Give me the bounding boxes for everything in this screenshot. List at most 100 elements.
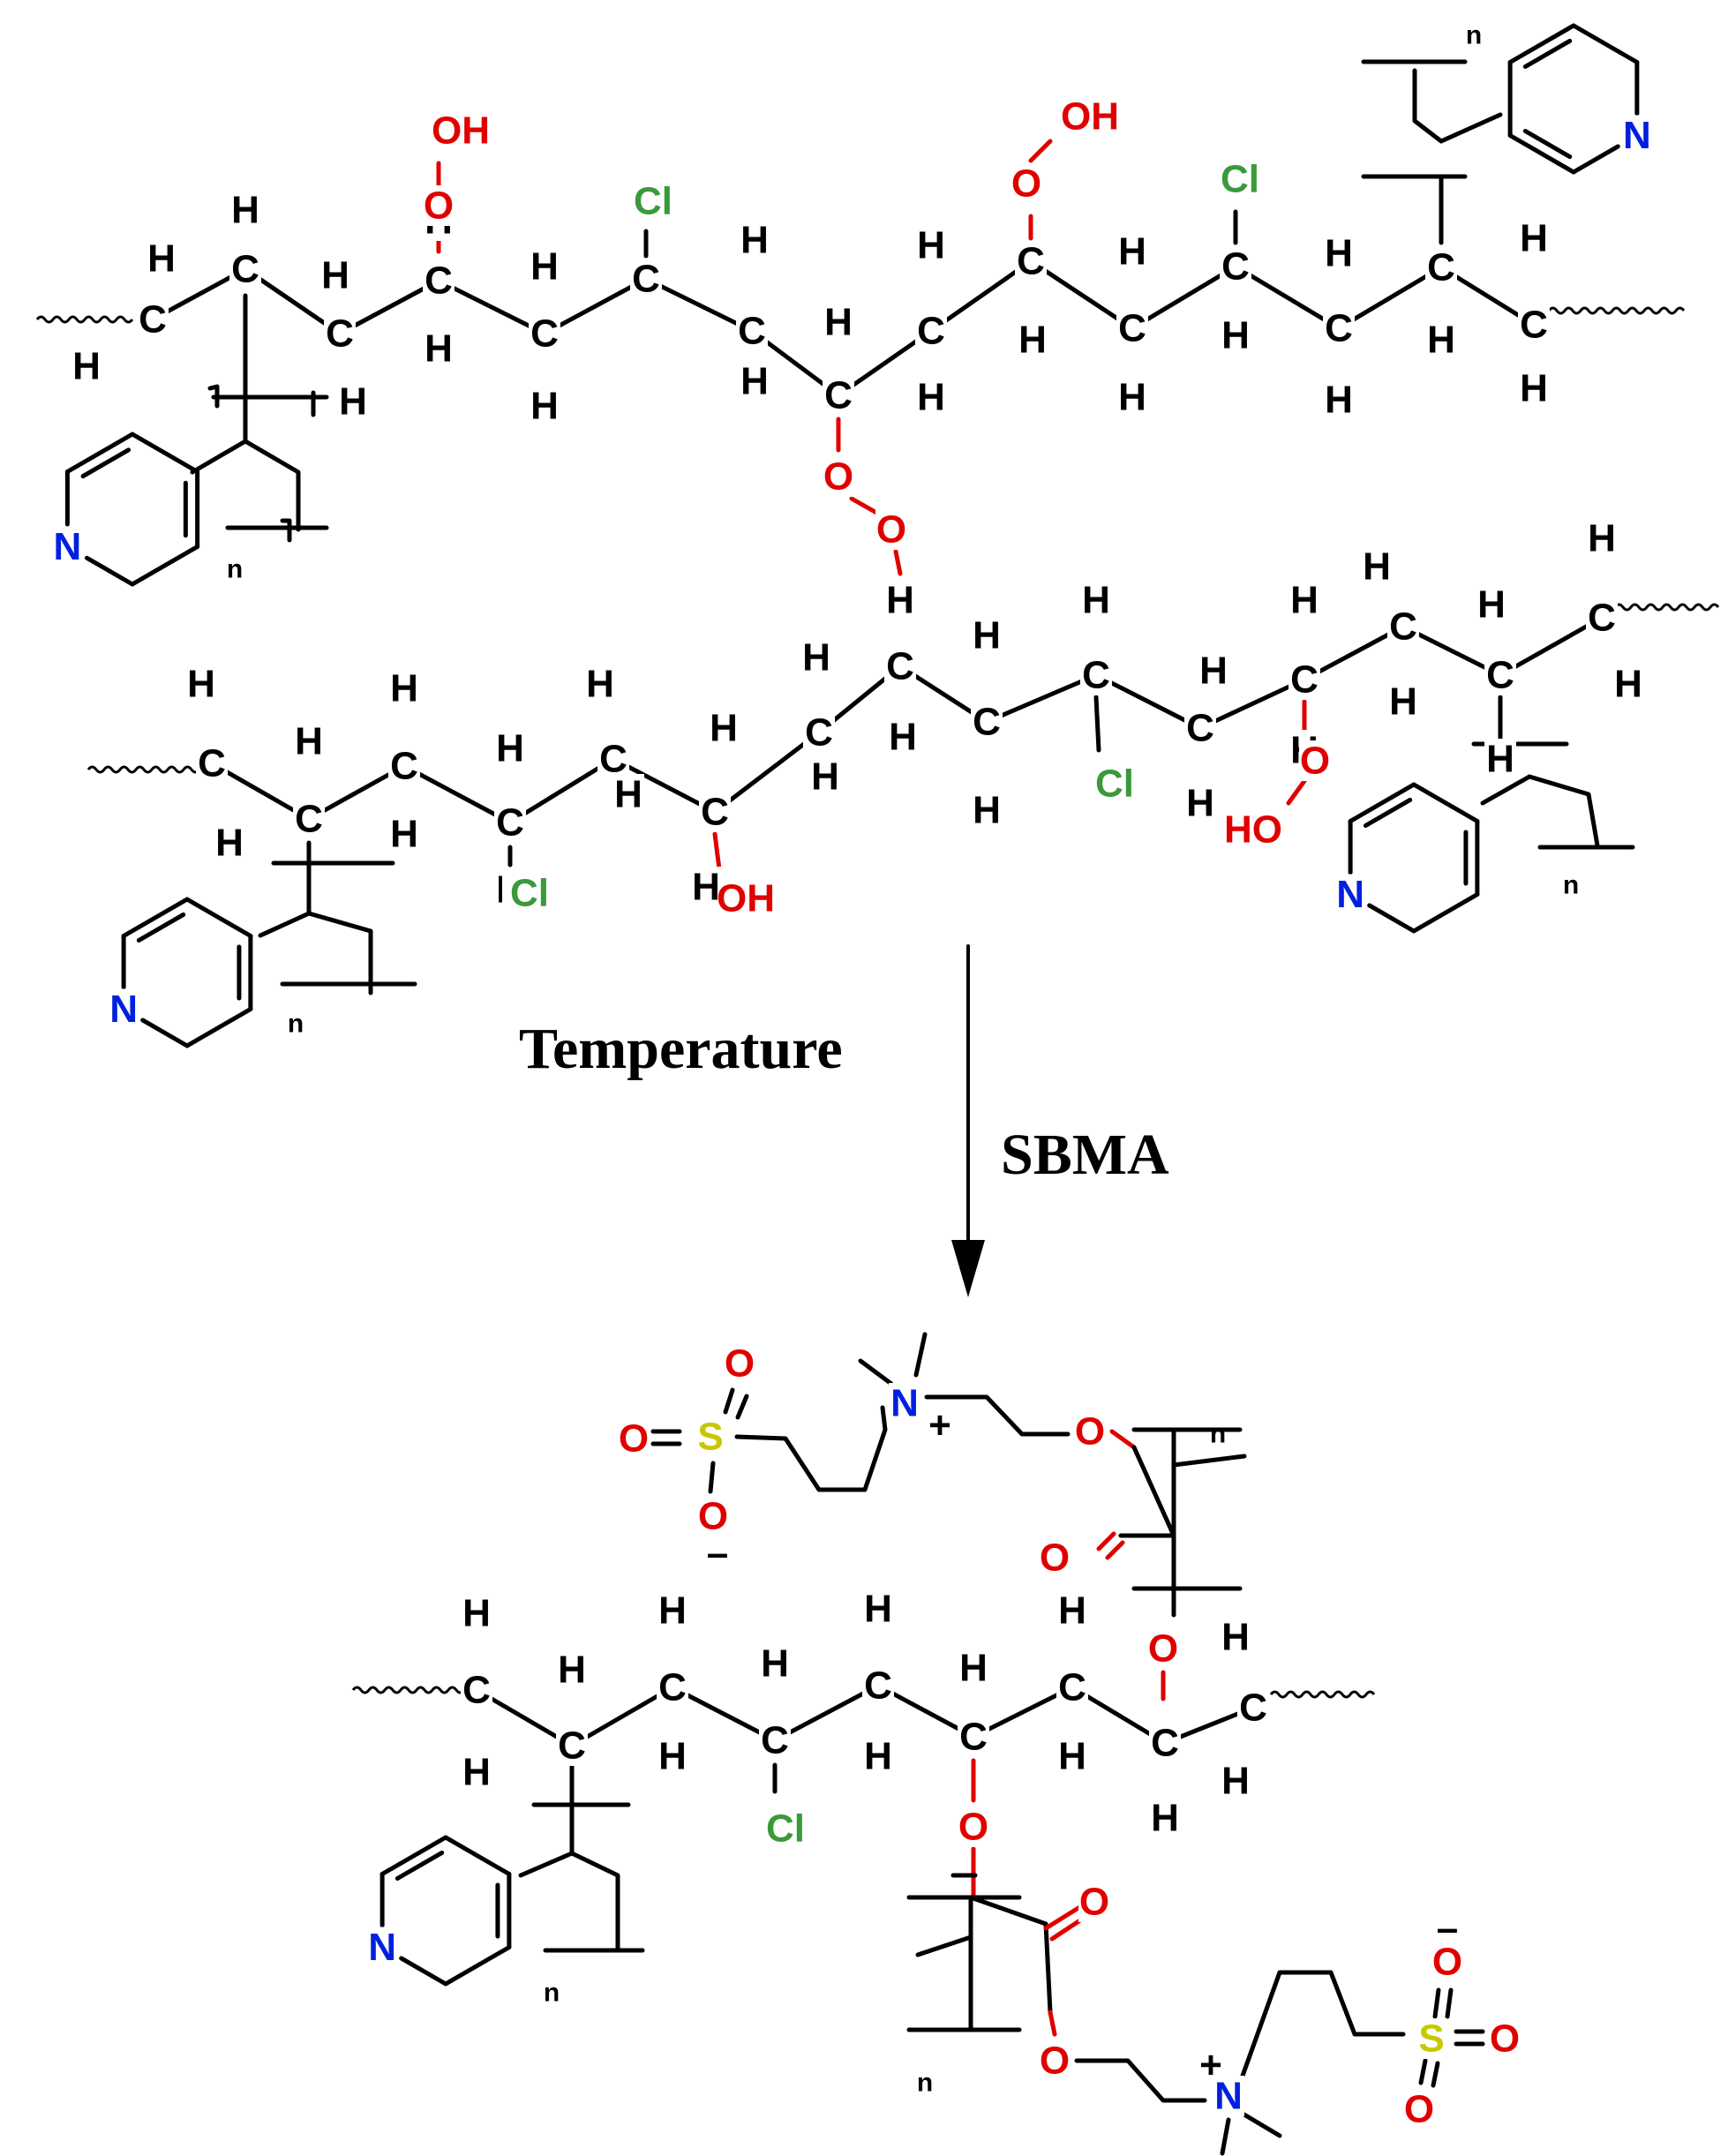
atom-label-background [1416, 2018, 1447, 2059]
atom-label-background [1147, 1628, 1179, 1669]
hydrogen-atom: H [761, 1642, 789, 1686]
atom-label-background [1586, 597, 1618, 638]
ester-carbon [968, 1895, 1053, 2015]
hydrogen-atom: H [740, 360, 769, 403]
hydrogen-atom: H [802, 636, 830, 680]
pendant-bond [1480, 774, 1532, 806]
atom-label-background [597, 739, 629, 779]
hydrogen-atom: H [72, 345, 101, 388]
atom-label-background [971, 702, 1003, 742]
hydrogen-atom: H [1363, 545, 1391, 589]
oxygen-atom: O [725, 1342, 755, 1386]
atom-label-background [875, 509, 907, 550]
hydrogen-atom: H [187, 663, 215, 706]
atom-labels: CCCCCCCCCCCCCCCHHHHHHHHHHHHHHHHHHHHHHHOO… [51, 21, 1653, 2131]
atom-label-background [1288, 580, 1320, 620]
carbonyl-bond [1043, 1904, 1084, 1931]
atom-label-background [618, 1418, 650, 1459]
propyl-linker [1240, 1970, 1406, 2078]
atom-label-background [884, 646, 916, 687]
pyridine-ring-bond [443, 1945, 512, 1987]
positive-charge: + [928, 1404, 951, 1447]
atom-label-background [862, 1736, 894, 1777]
nitrogen-atom: N [368, 1926, 396, 1969]
atom-label-background [1387, 606, 1419, 647]
condition-sbma: SBMA [1001, 1123, 1169, 1187]
pendant-chain [243, 439, 301, 532]
hydrogen-atom: H [1477, 583, 1506, 627]
arrow-head [951, 1240, 985, 1297]
hydrogen-atom: H [390, 813, 418, 856]
pendant-chain [1412, 68, 1444, 144]
s-o-bond [723, 1387, 735, 1415]
atom-label-background [494, 802, 526, 843]
atom-label-background [809, 756, 841, 797]
atom-label-background [1074, 1411, 1106, 1452]
nitrogen-atom: N [53, 525, 81, 568]
atom-label-background [1213, 2076, 1244, 2116]
atom-label-background [584, 664, 616, 704]
hydrogen-atom: H [864, 1588, 892, 1631]
carbon-atom: C [198, 742, 226, 785]
atom-label-background [1476, 584, 1507, 625]
hydrogen-atom: H [692, 866, 720, 909]
pyridine-ring-bond [184, 897, 253, 938]
atom-label-background [915, 311, 947, 351]
carbon-atom: C [496, 801, 524, 845]
carbon-atom: C [738, 310, 766, 353]
pyridine-ring-bond [1411, 782, 1480, 823]
oxygen-atom: O [1300, 740, 1330, 783]
atom-label-background [759, 1643, 791, 1684]
hydrogen-atom: H [586, 663, 614, 706]
atom-label-background [1184, 708, 1216, 748]
pyridine-ring-double-bond [1522, 38, 1573, 69]
atom-label-background [1149, 1798, 1181, 1838]
hydrogen-atom: H [973, 789, 1001, 832]
pyridine-ring-double-bond [1522, 129, 1573, 160]
atom-label-background [626, 181, 680, 222]
atom-label-background [1149, 1723, 1181, 1763]
atom-label-background [461, 1752, 492, 1792]
hydrogen-atom: H [614, 773, 642, 816]
pyridine-ring-bond [399, 1956, 448, 1987]
carbon-atom: C [761, 1719, 789, 1762]
carbon-atom: C [805, 711, 833, 755]
bond-lines [35, 23, 1720, 2156]
s-o-bond [1445, 1987, 1454, 2019]
atom-label-background [823, 375, 854, 416]
hydrogen-atom: H [321, 254, 349, 297]
hydrogen-atom: H [658, 1589, 687, 1633]
hydrogen-atom: H [864, 1735, 892, 1778]
pyridine-ring-bond [140, 1018, 190, 1048]
atom-label-background [1431, 1942, 1463, 1982]
atom-label-background [739, 361, 770, 402]
oxygen-atom: O [876, 508, 906, 552]
carbon-atom: C [390, 745, 418, 788]
condition-temperature: Temperature [519, 1017, 843, 1081]
pyridine-ring-bond [1507, 23, 1576, 64]
hydrogen-atom: H [1151, 1797, 1179, 1840]
atom-label-background [388, 814, 420, 854]
repeat-n-label: n [1466, 21, 1482, 50]
sulfur-atom: S [1418, 2017, 1444, 2061]
ester-carbon [1118, 1445, 1176, 1538]
hydrogen-atom: H [973, 614, 1001, 657]
atom-label-background [1484, 655, 1516, 695]
pyridine-ring-bond [1367, 903, 1416, 934]
atom-label-background [823, 302, 854, 342]
chain-end-wavy [1613, 603, 1720, 612]
pyridine-ring-bond [184, 1007, 253, 1048]
negative-charge: – [1437, 1907, 1458, 1950]
atom-label-background [185, 664, 217, 704]
repeat-n-label: n [288, 1010, 304, 1039]
atom-label-background [1015, 241, 1047, 282]
atom-label-background [1116, 231, 1148, 272]
oxygen-atom: O [1079, 1881, 1109, 1924]
hydrogen-atom: H [1614, 663, 1642, 706]
carbon-atom: C [701, 791, 729, 834]
hydrogen-atom: H [462, 1751, 491, 1794]
atom-label-background [758, 1808, 813, 1849]
atom-label-background [1220, 1761, 1251, 1801]
atom-label-background [337, 381, 369, 422]
